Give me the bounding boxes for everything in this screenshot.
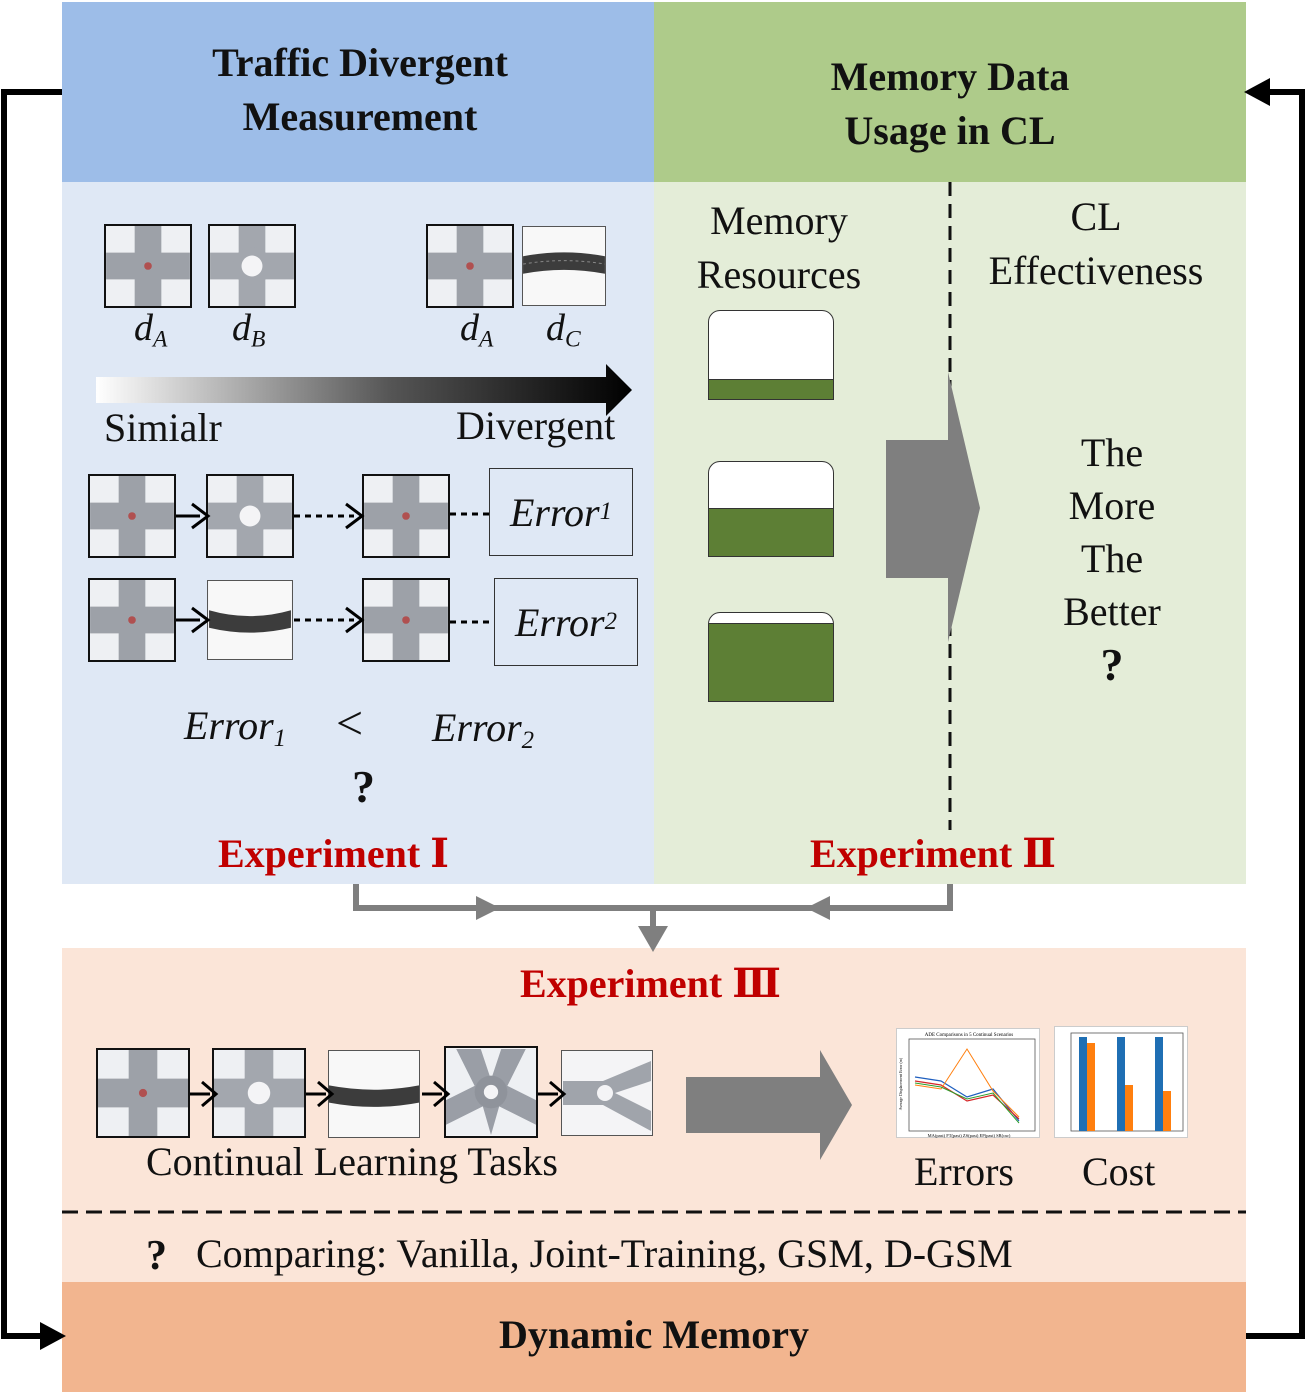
memory-header-bg xyxy=(654,2,1246,182)
label-dA-1: dA xyxy=(134,307,168,353)
cl-task-tile-2 xyxy=(212,1048,306,1138)
more-better-claim: The More The Better ? xyxy=(1034,426,1190,691)
cl-task-tile-3 xyxy=(328,1050,420,1138)
dynamic-memory-header-bg xyxy=(62,1282,1246,1392)
seq2-tile-3 xyxy=(362,578,450,662)
cost-chart-thumbnail xyxy=(1054,1026,1188,1138)
memory-fill-high xyxy=(709,622,833,701)
experiment-one-label: Experiment Ⅰ xyxy=(218,831,449,876)
comparison-symbol: < xyxy=(336,697,364,750)
memory-fill-medium xyxy=(709,508,833,556)
memory-fill-low xyxy=(709,378,833,399)
scene-tile-dA-1 xyxy=(104,224,192,308)
errors-label: Errors xyxy=(914,1149,1014,1194)
cl-task-tile-4 xyxy=(444,1046,538,1138)
left-loop-arrow xyxy=(1,89,62,1339)
scene-tile-dB-1 xyxy=(208,224,296,308)
claim-line-2: More xyxy=(1068,483,1156,528)
cl-task-tile-1 xyxy=(96,1048,190,1138)
cost-label: Cost xyxy=(1082,1149,1156,1194)
measurement-header: Traffic Divergent Measurement xyxy=(212,40,508,139)
comparison-error1: Error1 xyxy=(184,703,287,752)
right-loop-arrow xyxy=(1246,89,1305,1339)
label-dA-2: dA xyxy=(460,307,494,353)
memory-level-low xyxy=(708,310,834,400)
comparing-text: Comparing: Vanilla, Joint-Training, GSM,… xyxy=(196,1231,1013,1276)
scene-tile-dC-1 xyxy=(522,226,606,306)
errors-chart-thumbnail: ADE Comparisons in 5 Continual Scenarios… xyxy=(896,1028,1040,1138)
svg-text:Average Displacement Error (m): Average Displacement Error (m) xyxy=(898,1057,903,1110)
tasks-to-results-arrow xyxy=(686,1050,852,1160)
memory-level-medium xyxy=(708,461,834,557)
label-dB-1: dB xyxy=(232,307,266,353)
memory-to-effect-arrow xyxy=(886,372,980,642)
memory-resources-label: Memory Resources xyxy=(696,198,862,297)
memory-header: Memory Data Usage in CL xyxy=(830,54,1070,153)
seq1-tile-1 xyxy=(88,474,176,558)
claim-question: ? xyxy=(1100,639,1124,690)
svg-text:ADE Comparisons in 5 Continual: ADE Comparisons in 5 Continual Scenarios xyxy=(925,1033,1014,1038)
seq2-tile-2 xyxy=(207,580,293,660)
comparison-error2: Error2 xyxy=(432,705,535,754)
cl-task-tile-5 xyxy=(561,1050,653,1136)
claim-line-1: The xyxy=(1080,430,1144,475)
cl-task-arrows xyxy=(190,1080,567,1108)
claim-line-3: The xyxy=(1080,536,1144,581)
dynamic-memory-header: Dynamic Memory xyxy=(499,1312,809,1357)
comparison-question: ? xyxy=(352,761,375,812)
seq2-tile-1 xyxy=(88,578,176,662)
cl-tasks-label: Continual Learning Tasks xyxy=(146,1139,558,1184)
memory-level-high xyxy=(708,612,834,702)
label-dC-1: dC xyxy=(546,307,581,353)
experiment-two-label: Experiment Ⅱ xyxy=(810,831,1056,876)
seq1-tile-2 xyxy=(206,474,294,558)
similarity-gradient-arrow xyxy=(96,364,632,416)
similar-label: Simialr xyxy=(104,405,222,450)
cl-effectiveness-label: CL Effectiveness xyxy=(988,194,1204,293)
measurement-header-bg xyxy=(62,2,654,182)
claim-line-4: Better xyxy=(1063,589,1161,634)
sequence-arrows xyxy=(176,502,494,634)
svg-text:MA(past) FT(past) ZS(past) EP(: MA(past) FT(past) ZS(past) EP(past) SR(c… xyxy=(928,1133,1011,1138)
scene-tile-dA-2 xyxy=(426,224,514,308)
comparing-question: ? xyxy=(146,1233,167,1279)
divergent-label: Divergent xyxy=(456,403,616,448)
experiment-three-label: Experiment Ⅲ xyxy=(520,961,781,1006)
